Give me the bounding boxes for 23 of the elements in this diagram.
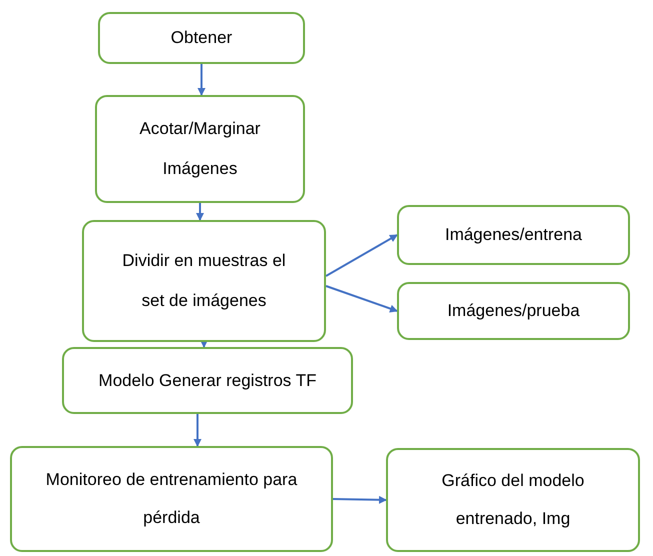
process-box — [98, 12, 305, 64]
arrow — [198, 64, 206, 96]
box-label: Monitoreo de entrenamiento para pérdida — [44, 469, 298, 529]
process-box — [386, 448, 640, 552]
arrow — [200, 340, 208, 348]
box-label: Modelo Generar registros TF — [98, 370, 316, 392]
box-label: Gráfico del modelo entrenado, Img — [440, 470, 586, 530]
process-box — [82, 220, 326, 342]
process-box — [10, 446, 333, 552]
process-box — [95, 95, 305, 203]
box-label: Imágenes/entrena — [444, 224, 582, 246]
process-box — [62, 347, 353, 414]
box-label: Acotar/Marginar Imágenes — [138, 118, 262, 180]
arrow — [326, 234, 398, 277]
arrow — [326, 285, 398, 312]
arrow — [332, 496, 387, 504]
process-box — [397, 205, 630, 265]
arrow — [196, 203, 204, 221]
box-label: Dividir en muestras el set de imágenes — [121, 250, 287, 312]
process-box — [397, 282, 630, 340]
arrow — [194, 414, 202, 447]
box-label: Obtener — [170, 27, 232, 49]
box-label: Imágenes/prueba — [447, 300, 580, 322]
